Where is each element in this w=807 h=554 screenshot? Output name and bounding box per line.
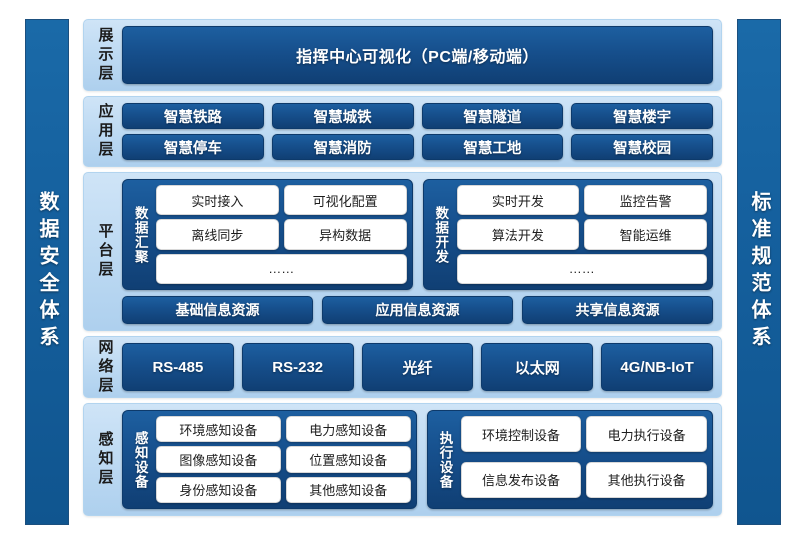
platform-item-algorithm-development[interactable]: 算法开发 — [456, 219, 580, 250]
sensor-item-power[interactable]: 电力感知设备 — [285, 416, 411, 443]
platform-item-aggregation-more[interactable]: …… — [156, 253, 407, 284]
platform-item-realtime-development[interactable]: 实时开发 — [456, 185, 580, 216]
sensing-group-actuator-label-wrap: 执行设备 — [433, 416, 457, 503]
network-item-rs485[interactable]: RS-485 — [122, 343, 234, 391]
layer-application: 应用层 智慧铁路 智慧城铁 智慧隧道 智慧楼宇 智慧停车 智慧消防 智慧工地 智… — [83, 96, 722, 167]
network-grid: RS-485 RS-232 光纤 以太网 4G/NB-IoT — [122, 343, 713, 391]
resource-shared-information[interactable]: 共享信息资源 — [522, 296, 713, 324]
platform-group-development-label: 数据开发 — [433, 205, 449, 264]
platform-item-heterogeneous-data[interactable]: 异构数据 — [283, 219, 407, 250]
pillar-right-label: 标准规范体系 — [748, 191, 770, 353]
layer-network: 网络层 RS-485 RS-232 光纤 以太网 4G/NB-IoT — [83, 336, 722, 398]
app-item-smart-construction[interactable]: 智慧工地 — [421, 134, 564, 160]
network-item-4g-nbiot[interactable]: 4G/NB-IoT — [601, 343, 713, 391]
platform-item-intelligent-ops[interactable]: 智能运维 — [584, 219, 707, 250]
network-item-rs232[interactable]: RS-232 — [241, 343, 354, 391]
sensing-group-sensor-devices: 感知设备 环境感知设备 电力感知设备 图像感知设备 位置感知设备 身份感知设备 … — [122, 410, 417, 509]
actuator-item-other[interactable]: 其他执行设备 — [586, 461, 707, 498]
layer-platform-label: 平台层 — [96, 223, 114, 280]
platform-item-monitoring-alarm[interactable]: 监控告警 — [584, 185, 707, 216]
app-item-smart-tunnel[interactable]: 智慧隧道 — [421, 103, 564, 129]
sensing-groups: 感知设备 环境感知设备 电力感知设备 图像感知设备 位置感知设备 身份感知设备 … — [122, 410, 713, 509]
sensor-item-identity[interactable]: 身份感知设备 — [156, 476, 281, 503]
layer-network-label-wrap: 网络层 — [88, 339, 122, 396]
platform-group-aggregation-label-wrap: 数据汇聚 — [128, 185, 152, 284]
sensor-item-image[interactable]: 图像感知设备 — [156, 446, 281, 473]
display-command-center-bar[interactable]: 指挥中心可视化（PC端/移动端） — [122, 26, 713, 84]
actuator-item-info-publishing[interactable]: 信息发布设备 — [460, 461, 582, 498]
pillar-data-security: 数据安全体系 — [25, 19, 69, 525]
application-grid: 智慧铁路 智慧城铁 智慧隧道 智慧楼宇 智慧停车 智慧消防 智慧工地 智慧校园 — [122, 103, 713, 160]
layer-display-label-wrap: 展示层 — [88, 26, 122, 84]
layer-platform-label-wrap: 平台层 — [88, 179, 122, 324]
sensing-group-sensor-label-wrap: 感知设备 — [128, 416, 152, 503]
layer-display-body: 指挥中心可视化（PC端/移动端） — [122, 26, 713, 84]
layer-application-body: 智慧铁路 智慧城铁 智慧隧道 智慧楼宇 智慧停车 智慧消防 智慧工地 智慧校园 — [122, 103, 713, 160]
sensor-item-other[interactable]: 其他感知设备 — [285, 476, 411, 503]
layer-platform: 平台层 数据汇聚 实时接入 可视化配置 离线同步 异构数据 — [83, 172, 722, 331]
platform-item-development-more[interactable]: …… — [456, 253, 707, 284]
platform-item-visual-config[interactable]: 可视化配置 — [283, 185, 407, 216]
platform-group-development-items: 实时开发 监控告警 算法开发 智能运维 …… — [456, 185, 707, 284]
app-item-smart-campus[interactable]: 智慧校园 — [571, 134, 713, 160]
layer-sensing-body: 感知设备 环境感知设备 电力感知设备 图像感知设备 位置感知设备 身份感知设备 … — [122, 410, 713, 509]
layer-application-label: 应用层 — [96, 103, 114, 160]
sensor-item-environment[interactable]: 环境感知设备 — [156, 416, 281, 443]
app-item-smart-parking[interactable]: 智慧停车 — [122, 134, 264, 160]
layer-stack: 展示层 指挥中心可视化（PC端/移动端） 应用层 智慧铁路 智慧城铁 智慧隧道 … — [83, 19, 722, 535]
platform-resources: 基础信息资源 应用信息资源 共享信息资源 — [122, 296, 713, 324]
platform-group-aggregation-items: 实时接入 可视化配置 离线同步 异构数据 …… — [156, 185, 407, 284]
actuator-item-environment-control[interactable]: 环境控制设备 — [460, 416, 582, 452]
resource-application-information[interactable]: 应用信息资源 — [322, 296, 513, 324]
app-item-smart-building[interactable]: 智慧楼宇 — [571, 103, 713, 129]
platform-group-aggregation-label: 数据汇聚 — [132, 205, 148, 264]
app-item-smart-railway[interactable]: 智慧铁路 — [122, 103, 264, 129]
app-item-smart-metro[interactable]: 智慧城铁 — [271, 103, 414, 129]
platform-groups: 数据汇聚 实时接入 可视化配置 离线同步 异构数据 …… 数 — [122, 179, 713, 290]
layer-display: 展示层 指挥中心可视化（PC端/移动端） — [83, 19, 722, 91]
sensing-group-sensor-label: 感知设备 — [132, 430, 148, 489]
pillar-standard-specification: 标准规范体系 — [737, 19, 781, 525]
platform-group-data-aggregation: 数据汇聚 实时接入 可视化配置 离线同步 异构数据 …… — [122, 179, 413, 290]
sensing-group-actuator-devices: 执行设备 环境控制设备 电力执行设备 信息发布设备 其他执行设备 — [426, 410, 713, 509]
layer-sensing: 感知层 感知设备 环境感知设备 电力感知设备 图像感知设备 位置感知设备 — [83, 403, 722, 516]
network-item-ethernet[interactable]: 以太网 — [481, 343, 594, 391]
layer-network-label: 网络层 — [96, 338, 114, 396]
sensing-group-actuator-label: 执行设备 — [437, 430, 453, 489]
layer-sensing-label: 感知层 — [96, 431, 114, 488]
sensor-item-location[interactable]: 位置感知设备 — [285, 446, 411, 473]
network-item-fiber[interactable]: 光纤 — [361, 343, 474, 391]
layer-sensing-label-wrap: 感知层 — [88, 410, 122, 509]
actuator-item-power-execution[interactable]: 电力执行设备 — [586, 416, 707, 452]
platform-group-data-development: 数据开发 实时开发 监控告警 算法开发 智能运维 …… — [422, 179, 713, 290]
platform-item-realtime-access[interactable]: 实时接入 — [156, 185, 279, 216]
resource-basic-information[interactable]: 基础信息资源 — [122, 296, 313, 324]
platform-item-offline-sync[interactable]: 离线同步 — [156, 219, 279, 250]
layer-platform-body: 数据汇聚 实时接入 可视化配置 离线同步 异构数据 …… 数 — [122, 179, 713, 324]
app-item-smart-firefighting[interactable]: 智慧消防 — [271, 134, 414, 160]
layer-display-label: 展示层 — [96, 26, 114, 84]
pillar-left-label: 数据安全体系 — [36, 191, 58, 353]
platform-group-development-label-wrap: 数据开发 — [429, 185, 453, 284]
sensing-group-actuator-items: 环境控制设备 电力执行设备 信息发布设备 其他执行设备 — [460, 416, 707, 503]
layer-application-label-wrap: 应用层 — [88, 103, 122, 160]
layer-network-body: RS-485 RS-232 光纤 以太网 4G/NB-IoT — [122, 343, 713, 391]
sensing-group-sensor-items: 环境感知设备 电力感知设备 图像感知设备 位置感知设备 身份感知设备 其他感知设… — [156, 416, 411, 503]
